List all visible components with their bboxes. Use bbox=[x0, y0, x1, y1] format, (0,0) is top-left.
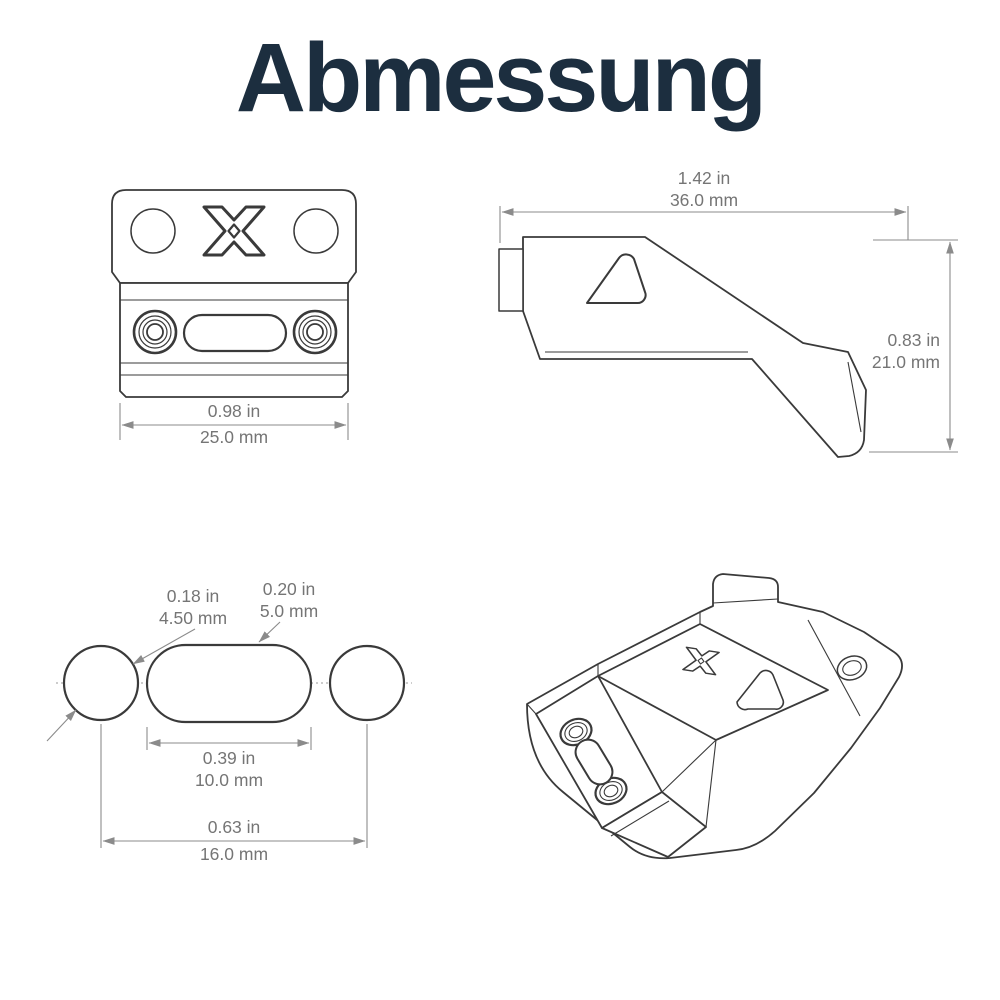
front-width-dimension bbox=[119, 403, 349, 440]
side-height-dimension bbox=[869, 239, 958, 453]
hole-diameter-dimension bbox=[46, 628, 196, 742]
front-width-mm: 25.0 mm bbox=[200, 427, 268, 447]
iso-tip-hole bbox=[836, 655, 868, 681]
side-clamp-block bbox=[498, 248, 524, 312]
iso-triangle-cutout bbox=[736, 669, 785, 711]
front-slot bbox=[182, 313, 288, 353]
hole-pattern-view: 0.18 in 4.50 mm 0.20 in 5.0 mm 0.39 in 1… bbox=[46, 579, 412, 864]
isometric-view bbox=[526, 573, 903, 860]
hole-spacing-dimension bbox=[100, 724, 368, 848]
side-width-dimension bbox=[499, 206, 909, 243]
hole-dia-mm: 4.50 mm bbox=[159, 608, 227, 628]
slot-width-mm: 5.0 mm bbox=[260, 601, 318, 621]
slot-length-mm: 10.0 mm bbox=[195, 770, 263, 790]
front-threaded-hole-left bbox=[132, 309, 178, 355]
slot-length-in: 0.39 in bbox=[203, 748, 256, 768]
slot-width-dimension bbox=[258, 621, 281, 643]
side-triangle-cutout bbox=[586, 253, 647, 304]
side-height-in: 0.83 in bbox=[887, 330, 940, 350]
front-threaded-hole-right bbox=[292, 309, 338, 355]
pattern-hole-right bbox=[328, 644, 406, 722]
iso-top-face bbox=[597, 623, 829, 741]
hole-spacing-mm: 16.0 mm bbox=[200, 844, 268, 864]
hole-spacing-in: 0.63 in bbox=[208, 817, 261, 837]
page-title: Abmessung bbox=[235, 23, 767, 132]
iso-slot bbox=[574, 738, 614, 786]
front-through-hole-right bbox=[293, 208, 339, 254]
hole-dia-in: 0.18 in bbox=[167, 586, 220, 606]
side-width-mm: 36.0 mm bbox=[670, 190, 738, 210]
pattern-slot bbox=[145, 643, 313, 724]
pattern-hole-left bbox=[62, 644, 140, 722]
front-view: 0.98 in 25.0 mm bbox=[111, 189, 357, 447]
side-height-mm: 21.0 mm bbox=[872, 352, 940, 372]
front-through-hole-left bbox=[130, 208, 176, 254]
slot-length-dimension bbox=[146, 727, 312, 750]
iso-bottom-band bbox=[601, 791, 707, 858]
side-body bbox=[522, 236, 867, 458]
slot-width-in: 0.20 in bbox=[263, 579, 316, 599]
front-width-in: 0.98 in bbox=[208, 401, 261, 421]
side-width-in: 1.42 in bbox=[678, 168, 731, 188]
side-view: 1.42 in 36.0 mm 0.83 in 21.0 mm bbox=[498, 168, 958, 458]
